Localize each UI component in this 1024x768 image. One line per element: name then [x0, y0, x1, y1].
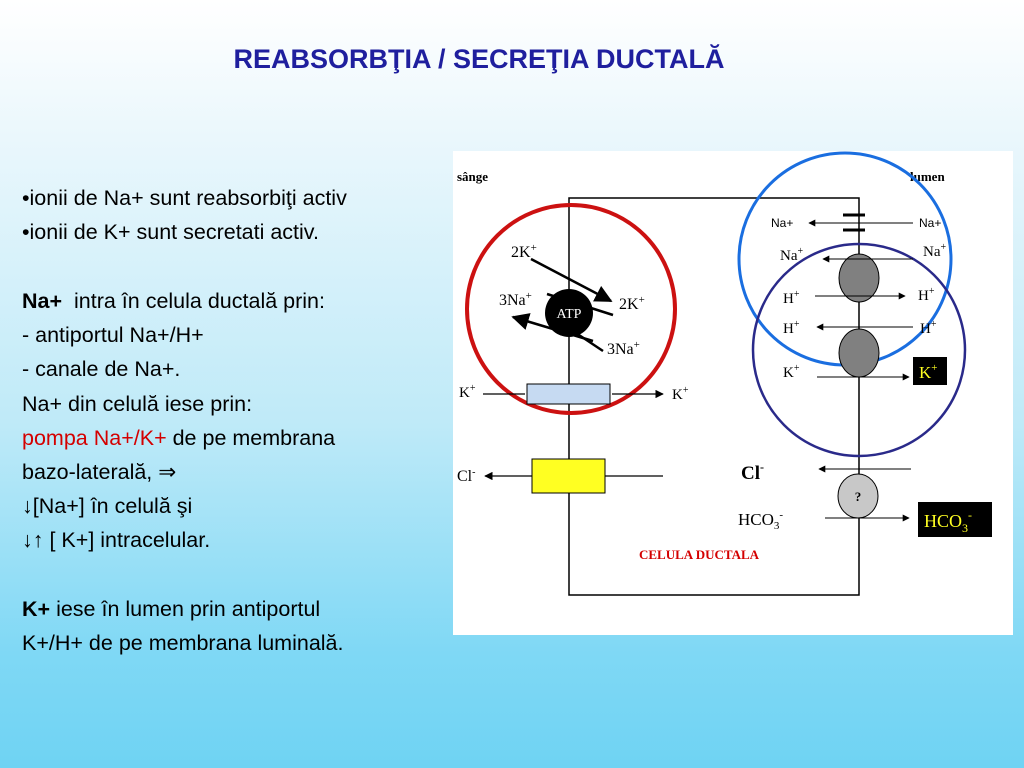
hco3-lumen-box: [918, 502, 992, 537]
text-line-basolateral: bazo-laterală, ⇒: [22, 460, 177, 484]
diagram-panel: sânge lumen 2K+ 3Na+ 2K+ 3Na+ ATP K+ K+ …: [453, 151, 1013, 635]
na-channel-left-label: Na+: [771, 216, 793, 230]
h-antiport2-left-label: H+: [783, 319, 800, 337]
k-antiport-left-label: K+: [783, 363, 800, 381]
k-channel: [526, 383, 611, 405]
atp-pump: [545, 289, 593, 337]
na-h-antiporter: [838, 253, 880, 303]
cell-membrane: [568, 197, 860, 596]
pump-k-in-arrow: [530, 257, 613, 303]
text-na-bold: Na+: [22, 289, 63, 313]
text-line-na-channels: - canale de Na+.: [22, 357, 181, 381]
k-right-label: K+: [672, 385, 689, 403]
text-line-k-exits: K+ iese în lumen prin antiportul: [22, 596, 320, 622]
cell-label: CELULA DUCTALA: [639, 547, 760, 562]
atp-label: ATP: [557, 307, 582, 322]
pump-na-right: 3Na+: [607, 339, 640, 358]
text-pump-rest: de pe membrana: [166, 426, 336, 450]
na-antiport-right-label: Na+: [923, 242, 947, 260]
cl-channel: [531, 458, 606, 494]
label-lumen: lumen: [910, 169, 945, 184]
hco3-lumen-label: HCO3-: [924, 508, 972, 535]
text-line-na-reabsorbed: •ionii de Na+ sunt reabsorbiţi activ: [22, 186, 347, 210]
h-k-antiporter: [838, 328, 880, 378]
label-blood: sânge: [457, 169, 488, 184]
pump-highlight-circle: [465, 203, 677, 415]
pump-k-right: 2K+: [619, 294, 645, 313]
text-k-bold: K+: [22, 597, 51, 621]
text-k-exits-rest: iese în lumen prin antiportul: [50, 597, 321, 621]
text-line-k-intracellular: ↓↑ [ K+] intracelular.: [22, 528, 211, 552]
page-title: REABSORBŢIA / SECREŢIA DUCTALĂ: [233, 44, 725, 74]
k-lumen-label: K+: [919, 362, 938, 382]
na-antiport-left-label: Na+: [780, 246, 804, 264]
h-antiport-left-label: H+: [783, 289, 800, 307]
cl-mid-label: Cl-: [741, 460, 764, 484]
na-channel-right-label: Na+: [919, 216, 941, 230]
luminal-k-highlight-circle: [751, 242, 967, 458]
h-antiport-right-label: H+: [918, 286, 935, 304]
text-line-k-secreted: •ionii de K+ sunt secretati activ.: [22, 220, 319, 244]
text-line-antiport: - antiportul Na+/H+: [22, 323, 204, 347]
exchanger-question: ?: [855, 489, 862, 504]
text-line-na-exits: Na+ din celulă iese prin:: [22, 392, 253, 416]
pump-na-left: 3Na+: [499, 290, 532, 309]
text-line-luminal: K+/H+ de pe membrana luminală.: [22, 631, 344, 655]
k-lumen-box: [913, 357, 947, 385]
k-left-label: K+: [459, 383, 476, 401]
hco3-mid-label: HCO3-: [738, 509, 783, 532]
ductal-cell-diagram: sânge lumen 2K+ 3Na+ 2K+ 3Na+ ATP K+ K+ …: [457, 151, 992, 596]
pump-k-left: 2K+: [511, 242, 537, 261]
text-na-enters-rest: intra în celula ductală prin:: [74, 289, 325, 313]
text-line-na-enters: Na+ intra în celula ductală prin:: [22, 288, 325, 314]
text-line-pump: pompa Na+/K+ de pe membrana: [22, 425, 335, 451]
text-pump-red: pompa Na+/K+: [22, 426, 167, 450]
cl-left-label: Cl-: [457, 467, 475, 485]
text-line-na-decrease: ↓[Na+] în celulă şi: [22, 494, 193, 518]
h-antiport2-right-label: H+: [920, 319, 937, 337]
